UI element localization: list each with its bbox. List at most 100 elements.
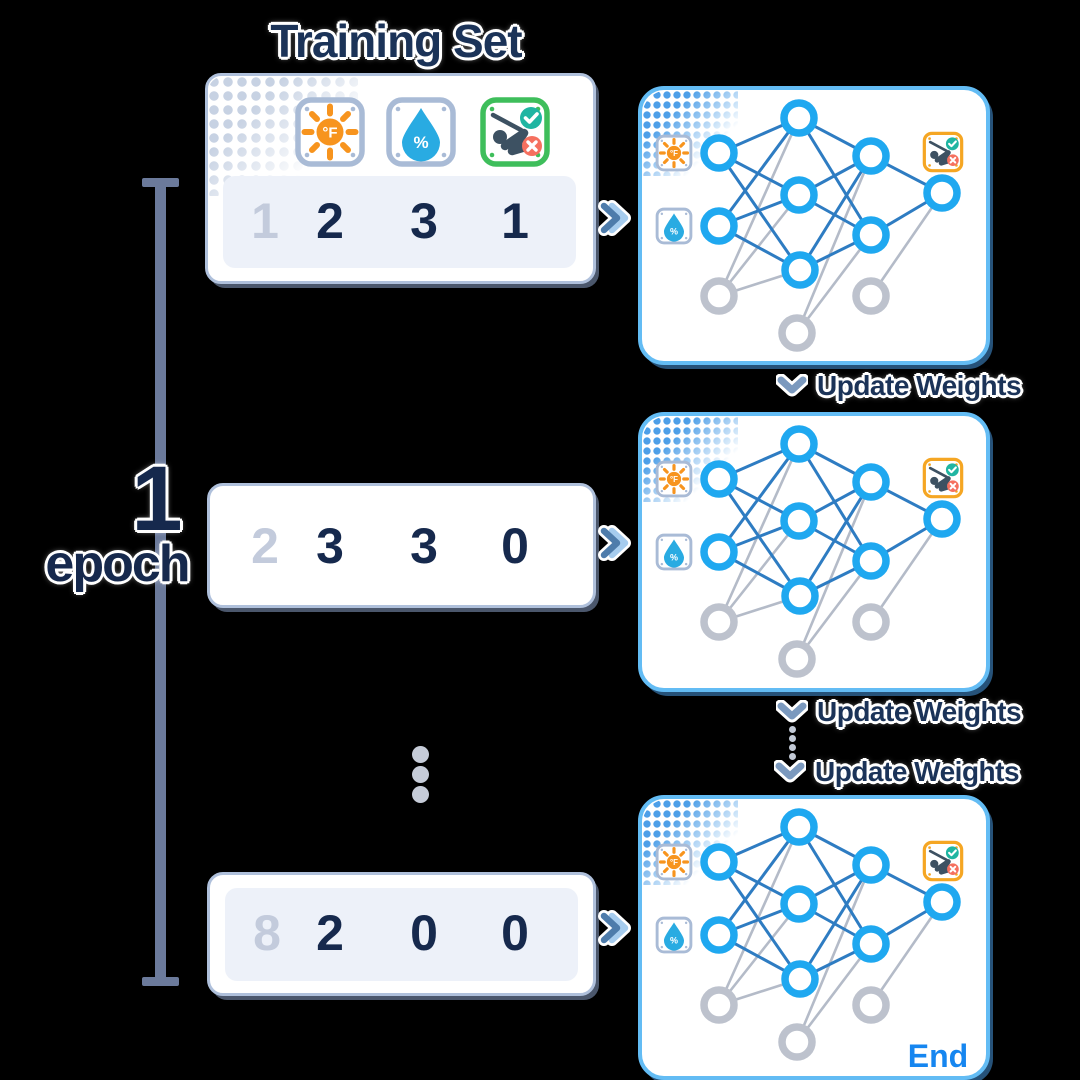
neural-network-panel-1: °F % [638,86,990,365]
connection-h4-g2 [795,943,873,1043]
sample-row: 8 2 0 0 [225,888,578,981]
mini-ellipsis-dot [789,744,796,751]
connection-h3-g1 [798,864,873,980]
epoch-unit-label: epoch [45,535,190,593]
connection-in2-h1 [717,117,801,227]
row-value-outcome: 0 [501,905,529,961]
connection-g3-out [869,518,944,623]
neuron-g3 [852,277,890,315]
ellipsis-dot [412,746,429,763]
update-weights-label: Update Weights [817,696,1022,727]
update-weights-step: Update Weights [776,696,1022,728]
humidity-symbol: % [670,226,678,236]
row-value-temperature: 2 [316,905,344,961]
play-outcome-icon [922,131,964,173]
connection-in2-h1 [717,826,801,936]
temperature-icon: °F [294,96,366,168]
humidity-icon: % [655,916,693,954]
connection-h4-g1 [795,481,873,660]
neuron-in1 [700,843,738,881]
humidity-symbol: % [413,133,428,152]
neuron-out [923,883,961,921]
row-index: 2 [251,518,279,574]
feed-arrow-icon [598,909,632,947]
neuron-g1 [852,846,890,884]
humidity-icon: % [385,96,457,168]
epoch-count: 1 [131,448,183,550]
row-index: 8 [253,905,281,961]
temperature-symbol: °F [670,149,678,158]
connection-in3-h2 [717,194,801,297]
connection-h4-g2 [795,234,873,334]
play-outcome-icon [922,840,964,882]
neural-network-panel-2: °F % [638,412,990,692]
connection-in3-h2 [717,903,801,1006]
update-weights-step: Update Weights [776,370,1022,402]
neuron-h1 [780,99,818,137]
neural-network [700,425,961,678]
row-value-outcome: 1 [501,193,529,249]
neuron-g2 [852,925,890,963]
connection-h3-g1 [798,155,873,271]
neuron-g2 [852,216,890,254]
feed-arrow-icon [598,524,632,562]
connection-h4-g1 [795,864,873,1043]
neuron-h3 [781,251,819,289]
update-weights-label: Update Weights [817,370,1022,401]
feed-arrow-icon [598,199,632,237]
chevron-down-icon [776,700,808,724]
epoch-bracket-line [155,182,166,982]
sample-row: 1 2 3 1 [223,176,576,268]
epoch-bracket-cap-bottom [142,977,179,986]
update-weights-step: Update Weights [774,756,1020,788]
connection-in3-h1 [717,443,801,623]
humidity-symbol: % [670,552,678,562]
neuron-g3 [852,986,890,1024]
row-index: 1 [251,193,279,249]
neuron-g1 [852,463,890,501]
ellipsis-dot [412,766,429,783]
neuron-h4 [778,640,816,678]
neuron-h1 [780,808,818,846]
connection-g3-out [869,901,944,1006]
neuron-in3 [700,986,738,1024]
neuron-h3 [781,960,819,998]
neuron-out [923,500,961,538]
row-value-outcome: 0 [501,518,529,574]
neuron-in2 [700,533,738,571]
connection-h4-g2 [795,560,873,660]
connection-in3-h1 [717,117,801,297]
sample-card-8: 8 2 0 0 [207,872,596,996]
neuron-in3 [700,277,738,315]
neuron-in2 [700,207,738,245]
mini-ellipsis-dot [789,753,796,760]
neuron-out [923,174,961,212]
ellipsis-dot [412,786,429,803]
neuron-in1 [700,134,738,172]
row-value-temperature: 2 [316,193,344,249]
temperature-symbol: °F [670,858,678,867]
neuron-h2 [780,885,818,923]
humidity-icon: % [655,533,693,571]
neuron-g1 [852,137,890,175]
humidity-icon: % [655,207,693,245]
temperature-icon: °F [655,843,693,881]
end-label: End [907,1038,969,1074]
neuron-in1 [700,460,738,498]
row-value-humidity: 3 [410,193,438,249]
connection-h4-g1 [795,155,873,334]
play-outcome-icon [479,96,551,168]
neuron-g3 [852,603,890,641]
connection-h3-g1 [798,481,873,597]
connection-in2-h1 [717,443,801,553]
neural-network-panel-3: °F % [638,795,990,1080]
connection-g3-out [869,192,944,297]
neural-network [700,99,961,352]
temperature-icon: °F [655,460,693,498]
neuron-in3 [700,603,738,641]
play-outcome-icon [922,457,964,499]
mini-ellipsis-dot [789,735,796,742]
chevron-down-icon [774,760,806,784]
epoch-bracket-cap-top [142,178,179,187]
